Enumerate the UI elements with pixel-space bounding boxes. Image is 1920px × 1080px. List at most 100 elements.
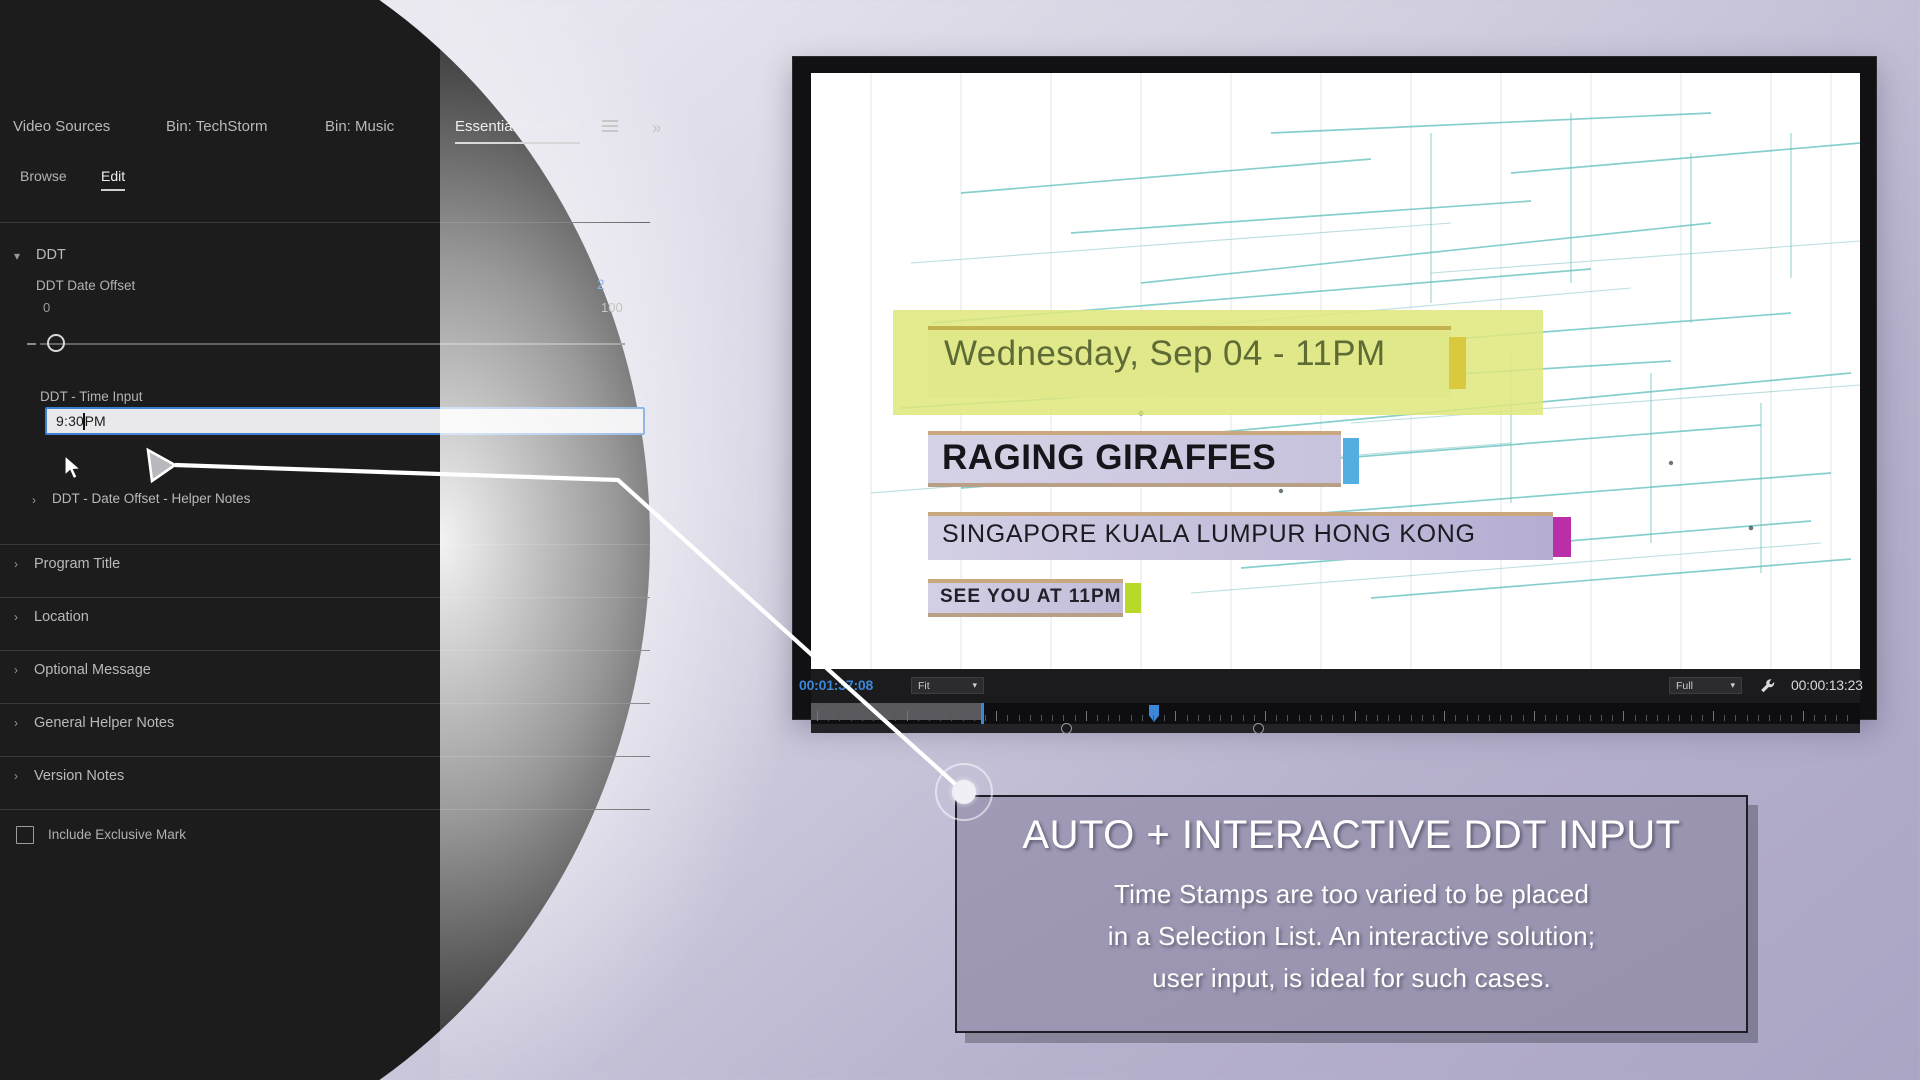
tab-essential-graphics[interactable]: Essential Graphics — [455, 118, 581, 144]
title-bar — [928, 431, 1341, 487]
ruler-tick — [1724, 715, 1726, 721]
tab-bin-techstorm[interactable]: Bin: TechStorm — [166, 118, 267, 135]
ruler-tick — [1780, 715, 1782, 721]
ruler-tick — [1444, 711, 1446, 721]
subtab-edit[interactable]: Edit — [101, 168, 126, 191]
section-label: Location — [34, 609, 89, 625]
ruler-tick — [1567, 715, 1569, 721]
title-text: RAGING GIRAFFES — [942, 438, 1277, 477]
chevron-double-right-icon[interactable]: » — [652, 118, 660, 138]
include-exclusive-mark-label: Include Exclusive Mark — [48, 827, 187, 842]
slider-track-start — [27, 343, 36, 345]
chevron-right-icon-version-notes[interactable]: › — [14, 769, 18, 783]
monitor-transport-bar: 00:01:37:08 Fit ▾ Full ▾ 00:00:13:23 — [799, 669, 1863, 703]
chevron-right-icon-general-helper-notes[interactable]: › — [14, 716, 18, 730]
section-header-ddt-date-offset-helper-notes[interactable]: DDT - Date Offset - Helper Notes — [52, 491, 250, 506]
chevron-right-icon-location[interactable]: › — [14, 610, 18, 624]
time-input-value-tail: PM — [84, 413, 106, 429]
ruler-tick — [1287, 715, 1289, 721]
ruler-tick — [1085, 711, 1087, 721]
ruler-tick — [1623, 711, 1625, 721]
ruler-tick — [1175, 711, 1177, 721]
ruler-tick — [1802, 711, 1804, 721]
monitor-timeline-ruler[interactable] — [811, 703, 1860, 734]
ruler-tick — [1713, 711, 1714, 721]
section-header-version-notes[interactable]: Version Notes — [34, 768, 124, 784]
callout-line: Time Stamps are too varied to be placed — [1113, 879, 1590, 909]
tab-bin-music[interactable]: Bin: Music — [325, 118, 394, 135]
ruler-tick — [1265, 711, 1266, 721]
ruler-tick — [1421, 715, 1423, 721]
ruler-tick — [1041, 715, 1042, 721]
ruler-scrollbar-track[interactable] — [811, 724, 1860, 733]
chevron-down-icon: ▾ — [1730, 680, 1735, 690]
ruler-tick — [1668, 715, 1670, 721]
locations-bar — [928, 512, 1553, 560]
closing-text: SEE YOU AT 11PM — [940, 586, 1122, 607]
section-header-program-title[interactable]: Program Title — [34, 556, 120, 572]
section-label: Optional Message — [34, 662, 151, 678]
chevron-right-icon-program-title[interactable]: › — [14, 557, 18, 571]
duration-timecode[interactable]: 00:00:13:23 — [1791, 677, 1863, 693]
divider — [0, 544, 650, 545]
chevron-right-icon-helper-notes[interactable]: › — [32, 493, 36, 507]
include-exclusive-mark-checkbox[interactable] — [16, 826, 34, 844]
ruler-tick — [951, 715, 953, 721]
section-header-general-helper-notes[interactable]: General Helper Notes — [34, 715, 174, 731]
ruler-tick — [1589, 715, 1591, 721]
ruler-tick — [1186, 715, 1188, 721]
zoom-level-value: Fit — [918, 679, 930, 692]
hamburger-icon[interactable] — [602, 120, 618, 133]
ruler-tick — [1489, 715, 1490, 721]
ruler-tick — [1220, 715, 1222, 721]
subtab-browse[interactable]: Browse — [20, 168, 67, 184]
essential-graphics-panel: Video Sources Bin: TechStorm Bin: Music … — [0, 0, 660, 1080]
ruler-tick — [962, 715, 964, 721]
slider-value[interactable]: 2 — [597, 277, 605, 292]
ruler-tick — [1231, 715, 1233, 721]
ruler-tick — [1141, 715, 1143, 721]
divider — [0, 756, 650, 757]
ruler-tick — [1433, 715, 1434, 721]
ruler-tick — [1500, 715, 1502, 721]
ruler-tick — [1836, 715, 1838, 721]
chevron-down-icon-ddt[interactable]: ▾ — [14, 249, 21, 263]
ruler-tick — [1556, 715, 1558, 721]
wrench-icon[interactable] — [1759, 677, 1777, 695]
ruler-tick — [973, 715, 975, 721]
ruler-tick — [1477, 715, 1479, 721]
slider-track[interactable] — [40, 343, 625, 345]
chevron-right-icon-optional-message[interactable]: › — [14, 663, 18, 677]
timeline-marker[interactable] — [1149, 705, 1159, 722]
section-header-ddt[interactable]: DDT — [36, 247, 66, 263]
ruler-tick — [1377, 715, 1378, 721]
ruler-tick — [1813, 715, 1815, 721]
section-header-optional-message[interactable]: Optional Message — [34, 662, 151, 678]
current-timecode[interactable]: 00:01:37:08 — [799, 677, 874, 693]
zoom-level-select-right[interactable]: Full ▾ — [1669, 677, 1742, 694]
slider-max-label: 100 — [601, 300, 623, 315]
section-label: DDT - Date Offset - Helper Notes — [52, 491, 251, 506]
program-monitor-screen[interactable]: Wednesday, Sep 04 - 11PM RAGING GIRAFFES… — [811, 73, 1860, 669]
tab-active-underline — [455, 142, 581, 144]
tab-video-sources[interactable]: Video Sources — [13, 118, 110, 135]
scrollbar-handle-left[interactable] — [1061, 723, 1072, 734]
slider-knob[interactable] — [47, 334, 65, 352]
ruler-tick — [1601, 715, 1602, 721]
playhead-marker[interactable] — [981, 703, 984, 724]
ruler-tick — [873, 715, 874, 721]
subtab-active-underline — [101, 189, 126, 191]
scrollbar-handle-right[interactable] — [1253, 723, 1264, 734]
ruler-tick — [1612, 715, 1614, 721]
ruler-tick — [1153, 715, 1154, 721]
ruler-tick — [839, 715, 841, 721]
section-header-location[interactable]: Location — [34, 609, 89, 625]
zoom-level-select-left[interactable]: Fit ▾ — [911, 677, 984, 694]
ruler-tick — [1119, 715, 1121, 721]
work-area-bar[interactable] — [811, 703, 983, 720]
callout-line: user input, is ideal for such cases. — [1152, 963, 1551, 993]
locations-accent-tab — [1553, 517, 1571, 557]
ruler-tick — [1410, 715, 1412, 721]
ruler-tick — [1769, 715, 1770, 721]
